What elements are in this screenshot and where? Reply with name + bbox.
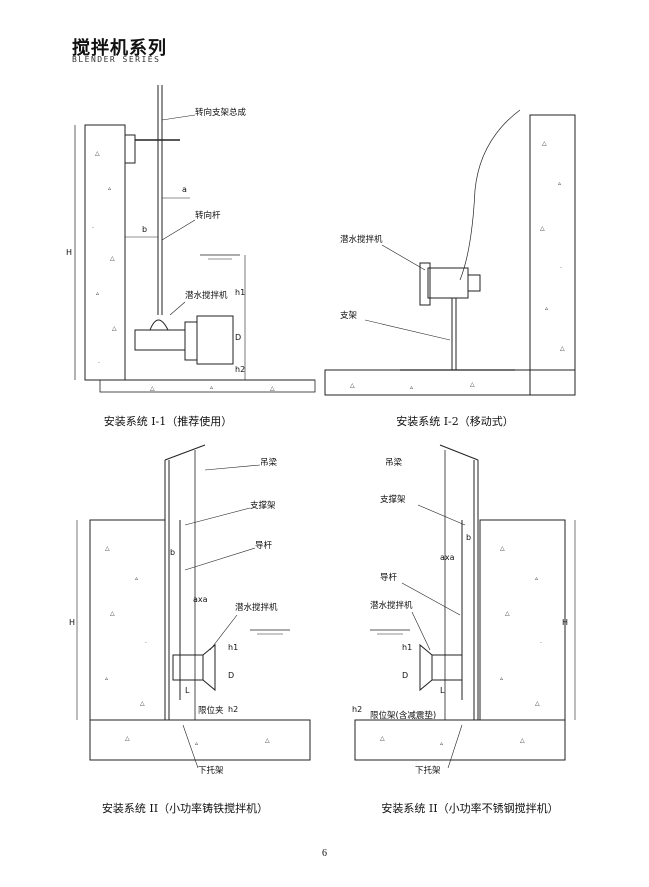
diagram-install-system-i-1: △ ▵ · △ ▵ △ · △ ▵ △ H 转向支架总成 转向杆 a b 潜水搅拌机 <box>60 80 320 400</box>
dim-D-label: D <box>228 671 234 680</box>
diagram-ii-stainless-drawing: △▵△ ·▵△ △▵△ H 吊梁 支撑架 导杆 潜水搅拌机 限位架(含减震垫) … <box>352 444 576 776</box>
svg-text:△: △ <box>112 325 117 332</box>
svg-text:▵: ▵ <box>195 740 198 747</box>
svg-text:△: △ <box>470 381 475 388</box>
svg-text:·: · <box>560 265 562 272</box>
label-guide-rod: 导杆 <box>255 540 273 551</box>
svg-text:△: △ <box>270 385 275 392</box>
svg-text:△: △ <box>535 700 540 707</box>
svg-text:▵: ▵ <box>440 740 443 747</box>
svg-text:▵: ▵ <box>105 675 108 682</box>
dim-H-label: H <box>66 248 72 257</box>
caption-system-i-2: 安装系统 I-2（移动式） <box>396 415 514 428</box>
svg-text:▵: ▵ <box>558 180 561 187</box>
svg-text:△: △ <box>150 385 155 392</box>
svg-text:△: △ <box>110 255 115 262</box>
page-title: 搅拌机系列 <box>72 38 167 59</box>
caption-system-ii-stainless: 安装系统 II（小功率不锈钢搅拌机） <box>381 802 559 815</box>
svg-text:▵: ▵ <box>108 185 111 192</box>
page-subtitle: BLENDER SERIES <box>72 55 161 64</box>
svg-text:·: · <box>98 360 100 367</box>
dim-H-label: H <box>562 618 568 627</box>
label-rotate-bracket: 转向支架总成 <box>195 107 247 118</box>
svg-text:△: △ <box>125 735 130 742</box>
svg-text:△: △ <box>105 545 110 552</box>
svg-text:△: △ <box>380 735 385 742</box>
svg-text:△: △ <box>265 737 270 744</box>
label-rotate-rod: 转向杆 <box>195 210 221 221</box>
svg-text:△: △ <box>520 737 525 744</box>
dim-axa-label: axa <box>440 553 455 562</box>
label-mixer: 潜水搅拌机 <box>185 290 228 301</box>
svg-text:△: △ <box>110 610 115 617</box>
dim-h2-label: h2 <box>352 705 362 714</box>
label-guide-rod: 导杆 <box>380 572 398 583</box>
svg-text:△: △ <box>350 382 355 389</box>
diagram-ii-cast-iron-drawing: △ ▵ △ · ▵ △ △ ▵ △ H 吊梁 支撑架 导杆 潜水搅拌机 限位夹 下托架 b <box>69 444 311 776</box>
label-support-frame: 支撑架 <box>250 500 276 511</box>
svg-text:·: · <box>92 225 94 232</box>
svg-text:△: △ <box>540 225 545 232</box>
label-lower-bracket: 下托架 <box>415 765 441 776</box>
svg-text:△: △ <box>95 150 100 157</box>
svg-text:▵: ▵ <box>410 384 413 391</box>
label-mixer: 潜水搅拌机 <box>370 600 413 611</box>
diagram-i-2-drawing: △ ▵ △ · ▵ △ △ ▵ △ 潜水搅拌机 支架 <box>324 109 576 396</box>
svg-text:▵: ▵ <box>96 290 99 297</box>
caption-system-i-1: 安装系统 I-1（推荐使用） <box>103 415 233 428</box>
dim-h2-label: h2 <box>228 705 238 714</box>
label-hoist-beam: 吊梁 <box>260 458 278 468</box>
dim-L-label: L <box>440 686 445 695</box>
label-support-frame: 支撑架 <box>380 494 406 505</box>
dim-h1-label: h1 <box>402 643 412 652</box>
dim-b-label: b <box>142 225 147 234</box>
svg-text:△: △ <box>140 700 145 707</box>
dim-H-label: H <box>69 618 75 627</box>
diagram-i-1-drawing: △ ▵ · △ ▵ △ · △ ▵ △ H 转向支架总成 转向杆 a b 潜水搅拌机 <box>66 85 316 393</box>
svg-text:·: · <box>540 640 542 647</box>
dim-h1-label: h1 <box>228 643 238 652</box>
label-limit-frame: 限位架(含减震垫) <box>370 710 436 721</box>
dim-axa-label: axa <box>193 595 208 604</box>
dim-b-label: b <box>170 548 175 557</box>
diagram-install-system-ii-cast-iron: △ ▵ △ · ▵ △ △ ▵ △ H 吊梁 支撑架 导杆 潜水搅拌机 限位夹 下托架 b <box>65 440 325 780</box>
dim-h2-label: h2 <box>235 365 245 374</box>
dim-h1-label: h1 <box>235 288 245 297</box>
dim-a-label: a <box>182 185 187 194</box>
dim-L-label: L <box>185 686 190 695</box>
svg-text:△: △ <box>500 545 505 552</box>
dim-D-label: D <box>235 333 241 342</box>
svg-text:△: △ <box>560 345 565 352</box>
dim-D-label: D <box>402 671 408 680</box>
label-mixer: 潜水搅拌机 <box>235 602 278 613</box>
svg-text:▵: ▵ <box>210 384 213 391</box>
svg-text:▵: ▵ <box>135 575 138 582</box>
svg-text:▵: ▵ <box>545 305 548 312</box>
svg-text:▵: ▵ <box>535 575 538 582</box>
label-mixer: 潜水搅拌机 <box>340 234 383 245</box>
svg-text:△: △ <box>505 610 510 617</box>
label-limit-clamp: 限位夹 <box>198 705 224 716</box>
svg-text:▵: ▵ <box>500 675 503 682</box>
dim-b-label: b <box>466 533 471 542</box>
diagram-install-system-ii-stainless: △▵△ ·▵△ △▵△ H 吊梁 支撑架 导杆 潜水搅拌机 限位架(含减震垫) … <box>340 440 600 780</box>
label-hoist-beam: 吊梁 <box>385 458 403 468</box>
diagram-install-system-i-2: △ ▵ △ · ▵ △ △ ▵ △ 潜水搅拌机 支架 <box>310 100 590 400</box>
label-support: 支架 <box>340 310 358 321</box>
page-number: 6 <box>322 848 327 859</box>
caption-system-ii-cast-iron: 安装系统 II（小功率铸铁搅拌机） <box>101 802 269 815</box>
label-lower-bracket: 下托架 <box>198 765 224 776</box>
svg-text:△: △ <box>542 140 547 147</box>
svg-text:·: · <box>145 640 147 647</box>
